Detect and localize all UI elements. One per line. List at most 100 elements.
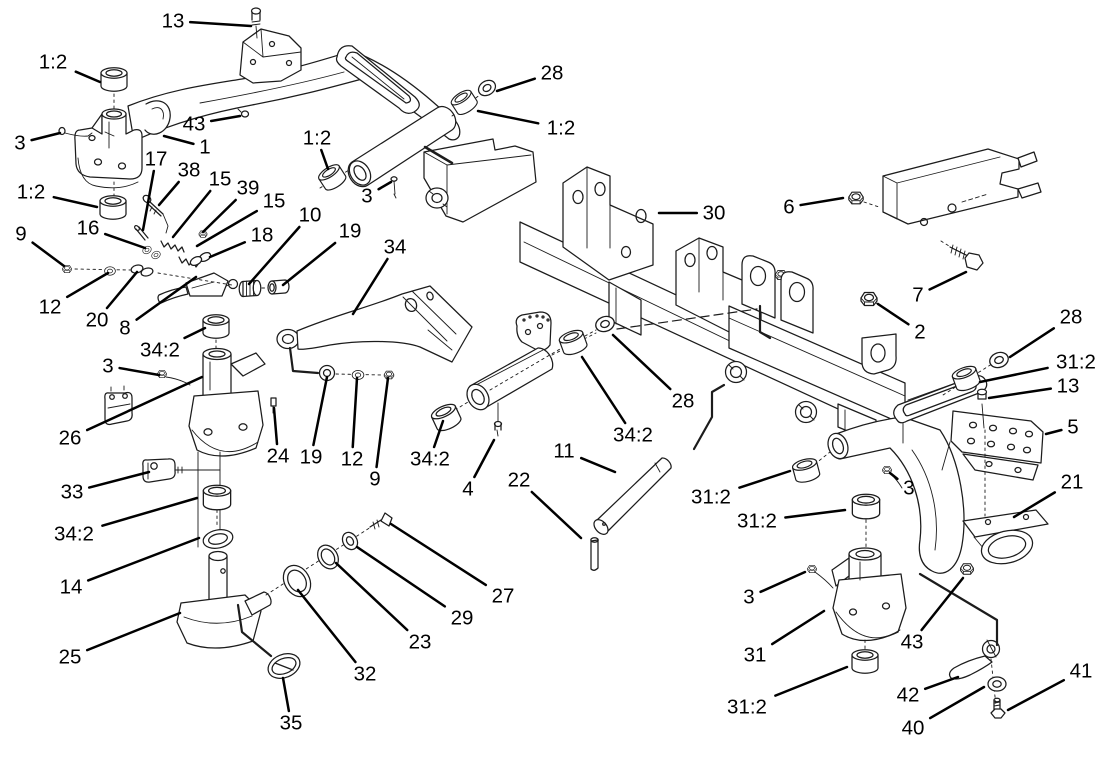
callout-number: 1:2 — [547, 117, 576, 140]
callout-number: 13 — [162, 10, 185, 33]
leader-line — [296, 588, 357, 664]
washer-40 — [987, 676, 1007, 692]
leader-line — [157, 180, 180, 207]
callout-31-2: 31:2 — [978, 351, 1096, 384]
callout-number: 3 — [903, 477, 914, 500]
callout-number: 31:2 — [737, 510, 777, 533]
washer-29 — [341, 531, 359, 551]
bracket-13-left — [239, 25, 302, 84]
hitch-box-bracket — [882, 148, 1042, 227]
leader-line — [85, 611, 182, 652]
callout-8: 8 — [119, 275, 198, 340]
callout-1-2: 1:2 — [39, 51, 102, 84]
leader-line — [281, 241, 337, 287]
callout-11: 11 — [553, 440, 617, 474]
washer-28-right — [986, 349, 1012, 371]
callout-39: 39 — [201, 177, 259, 234]
cam-lever-42 — [948, 639, 1001, 680]
leader-line — [31, 241, 66, 268]
callout-2: 2 — [876, 302, 926, 344]
leader-line — [74, 70, 102, 84]
callout-number: 38 — [178, 159, 201, 182]
callout-number: 43 — [901, 631, 924, 654]
callout-3: 3 — [888, 471, 915, 500]
leader-line — [208, 241, 247, 259]
spindle-housing-31 — [831, 547, 907, 642]
leader-line — [1044, 428, 1063, 436]
steering-arm-34 — [276, 285, 554, 411]
callout-17: 17 — [141, 148, 167, 232]
callout-21: 21 — [1012, 471, 1083, 519]
callout-31-2: 31:2 — [727, 665, 849, 719]
screw-3-spindle-right — [807, 565, 834, 589]
callout-number: 16 — [77, 217, 100, 240]
bushing-31-2-spindle-top — [851, 493, 881, 520]
leader-line — [579, 456, 617, 474]
bolt-13-top — [250, 7, 262, 26]
callout-13: 13 — [162, 10, 253, 33]
callout-number: 3 — [102, 355, 113, 378]
callout-number: 15 — [209, 168, 232, 191]
leader-line — [1006, 678, 1066, 712]
callout-31: 31 — [744, 609, 826, 667]
axle-leaf-plate-left — [335, 45, 420, 114]
leader-line — [118, 366, 161, 377]
callout-18: 18 — [208, 224, 273, 259]
callout-25: 25 — [59, 611, 182, 669]
callout-number: 12 — [341, 448, 364, 471]
bracket-21 — [962, 509, 1049, 565]
callout-9: 9 — [369, 376, 390, 491]
pivot-pin-11 — [593, 457, 672, 535]
callout-1-2: 1:2 — [17, 181, 99, 209]
leader-line — [888, 471, 899, 481]
callout-number: 3 — [361, 185, 372, 208]
leader-line — [281, 676, 291, 713]
callout-6: 6 — [783, 196, 845, 219]
callout-15: 15 — [195, 190, 285, 248]
leader-line — [105, 270, 139, 310]
callout-number: 32 — [354, 663, 377, 686]
axle-pivot-tube-left — [347, 105, 457, 188]
callout-number: 30 — [703, 202, 726, 225]
callout-9: 9 — [15, 223, 66, 268]
callout-number: 31:2 — [691, 486, 731, 509]
callout-38: 38 — [157, 159, 201, 207]
leader-line — [195, 209, 259, 248]
callout-12: 12 — [341, 376, 364, 471]
callout-12: 12 — [39, 271, 110, 319]
bushing-1-2-bottom-left — [99, 195, 127, 220]
leader-line — [611, 333, 672, 391]
callout-number: 3 — [14, 132, 25, 155]
leader-line — [141, 169, 156, 232]
callout-34: 34 — [351, 236, 406, 316]
leader-line — [201, 198, 237, 234]
callout-number: 10 — [299, 204, 322, 227]
nut-43-right — [960, 563, 974, 575]
callout-16: 16 — [77, 217, 147, 250]
leader-line — [355, 545, 447, 608]
leader-line — [87, 470, 151, 489]
support-box-bracket — [423, 138, 537, 223]
bushing-34-2-arm — [428, 400, 464, 435]
callout-number: 41 — [1070, 660, 1093, 683]
callout-15: 15 — [171, 168, 232, 239]
callout-number: 4 — [462, 478, 473, 501]
callout-number: 28 — [541, 62, 564, 85]
leader-line — [351, 376, 359, 449]
leader-line — [188, 20, 253, 28]
roll-pin-22 — [590, 537, 599, 571]
nut-2 — [860, 291, 878, 307]
tie-rod-arm-8 — [157, 272, 239, 304]
callout-number: 27 — [492, 585, 515, 608]
bushing-34-2-upper — [202, 314, 230, 339]
callout-24: 24 — [267, 406, 289, 468]
callout-34-2: 34:2 — [54, 496, 199, 546]
ring-32 — [282, 564, 312, 598]
leader-line — [770, 609, 826, 646]
leader-line — [272, 406, 279, 446]
washer-28-top — [475, 76, 499, 100]
callout-number: 40 — [902, 717, 925, 740]
callout-number: 29 — [451, 607, 474, 630]
callout-number: 43 — [183, 113, 206, 136]
callout-1-2: 1:2 — [303, 127, 331, 171]
